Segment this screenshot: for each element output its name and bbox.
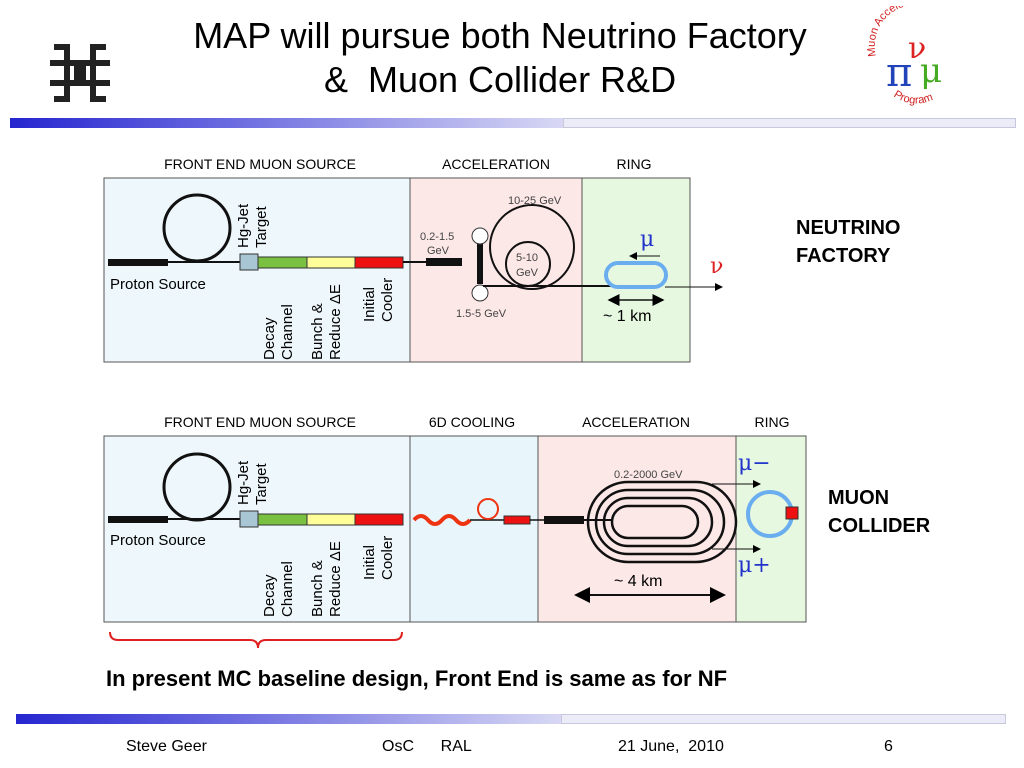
footer-page-number: 6 [884, 738, 893, 755]
mc-proton-ring [162, 452, 232, 522]
mc-cooler-label-1: Initial [361, 545, 378, 580]
nf-proton-ring [162, 193, 232, 263]
mc-decay-channel [257, 513, 308, 526]
muon-accelerator-program-logo: Muon Accelerator Program π ν μ [866, 6, 942, 107]
slide-title: MAP will pursue both Neutrino Factory & … [150, 14, 850, 102]
nf-bunch-label-1: Bunch & [309, 303, 326, 360]
nf-header-front-end: FRONT END MUON SOURCE [164, 156, 356, 172]
mc-linac [544, 516, 584, 524]
mc-front-end-region [103, 435, 411, 623]
nf-storage-ring [604, 261, 668, 289]
nf-proton-source-bar [108, 259, 168, 266]
nf-energy-3b: GeV [516, 267, 539, 279]
mc-header-front-end: FRONT END MUON SOURCE [164, 414, 356, 430]
nf-ring-size: ~ 1 km [603, 308, 651, 325]
nf-header-ring: RING [617, 156, 652, 172]
nf-energy-1a: 0.2-1.5 [420, 231, 454, 243]
nf-front-end-region [103, 177, 411, 363]
nf-linac [426, 258, 462, 266]
mc-mu-minus: μ− [738, 451, 771, 476]
nf-ring-region [581, 177, 691, 363]
mc-detector [785, 506, 799, 520]
nf-energy-2: 10-25 GeV [508, 195, 562, 207]
mc-cooling-ring [477, 498, 499, 520]
mc-target-label-1: Hg-Jet [235, 460, 252, 505]
nf-cooler-label-2: Cooler [379, 278, 396, 322]
mc-label-line-2: COLLIDER [828, 515, 931, 537]
caption: In present MC baseline design, Front End… [106, 666, 728, 691]
muon-collider-label: MUON COLLIDER [828, 484, 930, 540]
mc-ring-region [735, 435, 807, 623]
nf-target-label-2: Target [253, 205, 270, 248]
svg-text:μ: μ [920, 51, 942, 91]
nf-energy-3a: 5-10 [516, 252, 538, 264]
mc-final-cooling [503, 515, 531, 525]
mc-bunch-label-1: Bunch & [309, 560, 326, 617]
mc-bunch-label-2: Reduce ΔE [327, 541, 344, 617]
nf-proton-source-label: Proton Source [110, 276, 206, 293]
title-line-2: & Muon Collider R&D [323, 59, 677, 100]
nf-bunch-label-2: Reduce ΔE [327, 284, 344, 360]
nf-target-label-1: Hg-Jet [235, 203, 252, 248]
mc-target-label-2: Target [253, 462, 270, 505]
nf-label-line-1: NEUTRINO [796, 217, 901, 239]
mc-header-acceleration: ACCELERATION [582, 414, 690, 430]
muon-collider-diagram: FRONT END MUON SOURCE 6D COOLING ACCELER… [103, 414, 807, 623]
mc-racetracks [586, 480, 738, 564]
nf-bunch-rotate [306, 256, 356, 269]
nf-decay-label-1: Decay [261, 317, 278, 360]
mc-header-cooling: 6D COOLING [429, 414, 515, 430]
mc-proton-source-bar [108, 516, 168, 523]
mc-label-line-1: MUON [828, 487, 890, 509]
nf-decay-channel [257, 256, 308, 269]
mc-mu-plus: μ+ [738, 553, 771, 578]
nf-cooler-label-1: Initial [361, 287, 378, 322]
nf-energy-1b: GeV [427, 245, 450, 257]
nf-neutrino-symbol: ν [710, 254, 723, 279]
mc-proton-source-label: Proton Source [110, 532, 206, 549]
nf-initial-cooler [354, 256, 404, 269]
svg-text:π: π [886, 50, 912, 96]
mc-energy-label: 0.2-2000 GeV [614, 469, 683, 481]
footer-venue: OsC RAL [382, 738, 472, 755]
front-end-bracket [109, 631, 403, 649]
mc-target-block [239, 510, 259, 528]
top-divider [10, 118, 1016, 128]
footer-date: 21 June, 2010 [618, 738, 724, 755]
mc-cooler-label-2: Cooler [379, 536, 396, 580]
neutrino-factory-diagram: FRONT END MUON SOURCE ACCELERATION RING … [103, 156, 723, 363]
nf-energy-4: 1.5-5 GeV [456, 308, 507, 320]
mc-decay-label-2: Channel [279, 561, 296, 617]
footer-author: Steve Geer [126, 738, 207, 755]
mc-decay-label-1: Decay [261, 574, 278, 617]
neutrino-factory-label: NEUTRINO FACTORY [796, 214, 900, 270]
nf-header-acceleration: ACCELERATION [442, 156, 550, 172]
title-line-1: MAP will pursue both Neutrino Factory [193, 15, 807, 56]
fermilab-logo [50, 44, 110, 102]
nf-label-line-2: FACTORY [796, 245, 891, 267]
nf-rla-large [489, 204, 575, 290]
nf-decay-label-2: Channel [279, 304, 296, 360]
nf-pre-accelerator [477, 244, 483, 284]
mc-cooling-region [409, 435, 539, 623]
mc-header-ring: RING [755, 414, 790, 430]
bottom-divider [16, 714, 1006, 724]
mc-size-label: ~ 4 km [614, 573, 662, 590]
mc-initial-cooler [354, 513, 404, 526]
nf-muon-symbol: μ [640, 227, 654, 252]
nf-target-block [239, 253, 259, 271]
svg-text:ν: ν [908, 31, 926, 66]
mc-helical-cooling [412, 514, 472, 526]
mc-bunch-rotate [306, 513, 356, 526]
